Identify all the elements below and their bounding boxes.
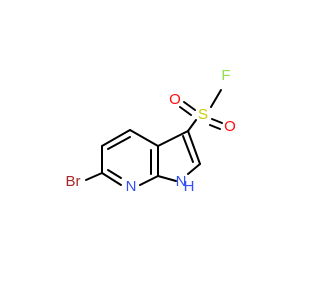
bromine-label: Br [66, 173, 81, 190]
fluorine-label: F [221, 67, 230, 84]
sulfur-label: S [198, 106, 208, 123]
bond-c5-c4-inner [107, 136, 131, 150]
bonds [85, 89, 223, 186]
bond-s-o-upper-a [183, 101, 196, 111]
bond-c2-c3-inner [182, 135, 194, 163]
pyrrole-hydrogen-label: H [184, 178, 195, 195]
bond-c5-c4 [101, 129, 131, 147]
oxygen-upper-label: O [169, 91, 181, 108]
oxygen-lower-label: O [224, 118, 236, 135]
bond-c3-s [187, 119, 197, 132]
bond-c7a-n7 [139, 175, 159, 186]
bond-s-f [210, 89, 222, 108]
molecule-canvas: Br N N H S O O F [66, 67, 236, 195]
bond-c4-c3a [129, 129, 159, 147]
pyridine-nitrogen-label: N [126, 178, 137, 195]
bond-c7a-n1 [157, 175, 177, 182]
bond-c6-br [85, 172, 103, 181]
bond-s-o-upper-b [179, 106, 192, 116]
bond-s-o-lower-b [209, 124, 221, 130]
bond-s-o-lower-a [211, 118, 223, 124]
bond-n1-c2 [187, 163, 201, 175]
bond-c3-c3a [157, 130, 189, 147]
pyrrole-nitrogen-label: N [176, 173, 187, 190]
atom-labels: Br N N H S O O F [66, 67, 236, 195]
molecule-structure: Br N N H S O O F [66, 67, 236, 195]
bond-n7-c6 [101, 172, 122, 186]
bond-c2-c3 [187, 130, 201, 165]
bond-n7-c6-inner [107, 169, 122, 179]
